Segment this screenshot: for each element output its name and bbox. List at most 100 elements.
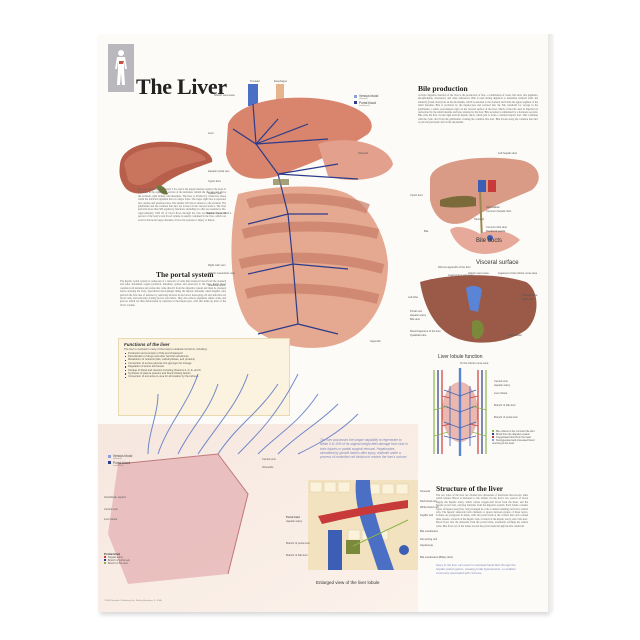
poster-edge-shadow	[548, 34, 554, 612]
lobule-legend-digestive: Blood from the digestive system	[492, 433, 542, 436]
label-hepatic-artery: Hepatic artery	[410, 314, 427, 317]
lobule-legend-bile: Bile collects in the common bile duct	[492, 430, 542, 433]
lobule-legend-oxygenated: Oxygenated blood from the heart	[492, 436, 542, 439]
label-sinusoids: Sinusoids	[262, 466, 274, 469]
label-ivc-visceral: Inferior vena cava	[468, 272, 489, 275]
label-central-vein-upper: Central vein	[262, 458, 276, 461]
label-common-bile-duct: Common bile duct	[486, 226, 507, 229]
label-portal-vein: Portal vein	[410, 310, 423, 313]
bile-production-text: A major digestive function of the liver …	[418, 94, 538, 125]
enlarged-view-caption: Enlarged view of the liver lobule	[316, 580, 380, 585]
legend-venous-lower: Venous blood	[108, 454, 132, 458]
label-left-lobe: Left lobe	[408, 296, 418, 299]
label-splenic-vein: Splenic vein	[208, 192, 222, 195]
enlarged-lobule-illustration	[308, 480, 418, 570]
portal-system-diagram	[226, 84, 393, 348]
label-left-hepatic-duct: Left hepatic duct	[498, 152, 518, 155]
deoxygenated-swatch-icon	[492, 439, 494, 442]
label-bile-canaliculus: Bile canaliculus	[420, 530, 438, 533]
oxygenated-swatch-icon	[492, 436, 494, 439]
bile-ducts-caption: Bile ducts	[476, 238, 503, 244]
label-branch-portal-vein-fn: Branch of portal vein	[494, 416, 518, 419]
bile-production-heading: Bile production	[418, 84, 468, 93]
label-common-hepatic-duct: Common hepatic duct	[486, 210, 512, 213]
function-item: Conversion of ammonia to urea for elimin…	[124, 375, 284, 378]
visceral-surface-illustration	[420, 275, 537, 343]
legend-portal: Portal blood	[354, 101, 378, 105]
liver-anterior-illustration	[119, 141, 213, 195]
lower-legend: Venous blood (Filtered) Portal blood (un…	[108, 454, 132, 467]
label-cystic-duct-2: Cystic duct	[410, 194, 423, 197]
label-right-colic-vein: Right colic vein	[208, 264, 226, 267]
label-intestinal-veins: Intestinal veins	[208, 284, 226, 287]
intro-text: The liver weighs approximately 3 lbs. an…	[138, 188, 226, 222]
label-sinusoid: Sinusoid	[420, 490, 430, 493]
label-branch-portal-vein: Branch of portal vein	[286, 542, 310, 545]
bile-swatch-icon	[492, 430, 494, 433]
label-cystic-duct: Cystic duct	[208, 180, 221, 183]
label-duodenal-papilla: Duodenal papilla	[486, 230, 506, 233]
label-liver-lobule: Liver lobule	[104, 518, 118, 521]
label-gall-bladder-visceral: Gall bladder	[508, 334, 522, 337]
structure-text: The two lobes of the liver are divided i…	[436, 494, 528, 528]
label-round-ligament: Round ligament of the liver	[410, 330, 441, 333]
label-stomach-2: Stomach	[474, 218, 485, 221]
label-kupffer-cell: Kupffer cell	[420, 514, 433, 517]
label-central-vein: Central vein	[104, 508, 118, 511]
label-stomach: Stomach	[358, 152, 369, 155]
label-white-blood-cell: White blood cell	[420, 506, 439, 509]
main-legend: Venous blood (Filtered) Portal blood (un…	[354, 94, 378, 107]
label-liver-lobule-fn: Liver lobule	[494, 392, 508, 395]
function-item: Conversion of excess glucose into glycog…	[124, 362, 284, 365]
label-esophagus: Esophagus	[274, 80, 287, 83]
label-hepatocyte: Hepatocyte	[420, 544, 434, 547]
label-hepatic-artery-lobule: Hepatic artery	[494, 384, 511, 387]
portal-vein-swatch-icon	[104, 559, 106, 562]
portal-triad-legend: Portal triad Hepatic artery Branch of po…	[104, 552, 130, 565]
lobule-legend-deoxygenated: Deoxygenated and processed blood returni…	[492, 439, 535, 445]
label-to-heart: To Heart	[250, 80, 260, 83]
label-inferior-vena-cava: Inferior vena cava	[214, 94, 235, 97]
label-quadrate-lobe: Quadrate lobe	[410, 334, 427, 337]
lower-vessels-illustration	[98, 373, 418, 612]
label-bile-duct: Bile duct	[410, 318, 420, 321]
portal-swatch-icon	[108, 461, 111, 465]
label-branch-bile-duct-fn: Branch of bile duct	[494, 404, 516, 407]
lobule-function-diagram	[433, 368, 487, 456]
structure-note: Injury to the liver can result in restri…	[436, 563, 516, 575]
visceral-surface-caption: Visceral surface	[476, 260, 519, 266]
page-title: The Liver	[136, 74, 227, 99]
lobule-function-caption: Liver lobule function	[438, 354, 483, 360]
label-gall-bladder: Gall bladder	[486, 206, 500, 209]
digestive-blood-swatch-icon	[492, 433, 494, 436]
functions-of-liver-box: Functions of the liver The liver is invo…	[118, 338, 290, 416]
legend-portal-lower: Portal blood	[108, 461, 132, 465]
copyright: ©2005 Scientific Publishing Ltd., Rollin…	[104, 600, 162, 602]
label-fibrous-appendix: Fibrous appendix of the liver	[438, 266, 471, 269]
label-right-lobe: Right lobe	[522, 298, 534, 301]
lobule-legend: Bile collects in the common bile duct Bl…	[492, 430, 542, 445]
label-red-blood-cell: Red blood cell	[420, 500, 437, 503]
venous-swatch-icon	[108, 454, 111, 458]
label-inferior-mesenteric: Inferior mesenteric vein	[208, 272, 235, 275]
hepatic-artery-swatch-icon	[104, 556, 106, 559]
triad-item-hepatic-artery: Hepatic artery	[104, 556, 130, 559]
label-caudate-lobe: Caudate lobe	[522, 294, 538, 297]
label-bile: Bile	[424, 230, 429, 233]
label-central-vein-lobule: Central vein	[494, 380, 508, 383]
function-item: Synthesis of plasma proteins and blood c…	[124, 372, 284, 375]
functions-intro: The liver is involved in many of the bod…	[124, 348, 208, 351]
triad-item-portal-vein: Branch of portal vein	[104, 559, 130, 562]
label-hepatic-artery-enlarged: Hepatic artery	[286, 520, 303, 523]
label-appendix: Appendix	[370, 340, 381, 343]
liver-poster: The Liver The liver weighs approximately…	[98, 34, 548, 612]
bile-duct-swatch-icon	[104, 562, 106, 565]
label-superior-mesenteric: Superior mesenteric v.	[206, 212, 232, 215]
venous-swatch-icon	[354, 94, 357, 98]
label-hepatic-portal-vein: Hepatic portal vein	[208, 170, 230, 173]
function-item: Storage of blood and vitamins including …	[124, 369, 284, 372]
functions-heading: Functions of the liver	[124, 342, 170, 347]
triad-item-bile-duct: Branch of bile duct	[104, 562, 130, 565]
label-branch-bile-duct: Branch of bile duct	[286, 554, 308, 557]
function-item: Regulation of amino acid levels	[124, 365, 284, 368]
